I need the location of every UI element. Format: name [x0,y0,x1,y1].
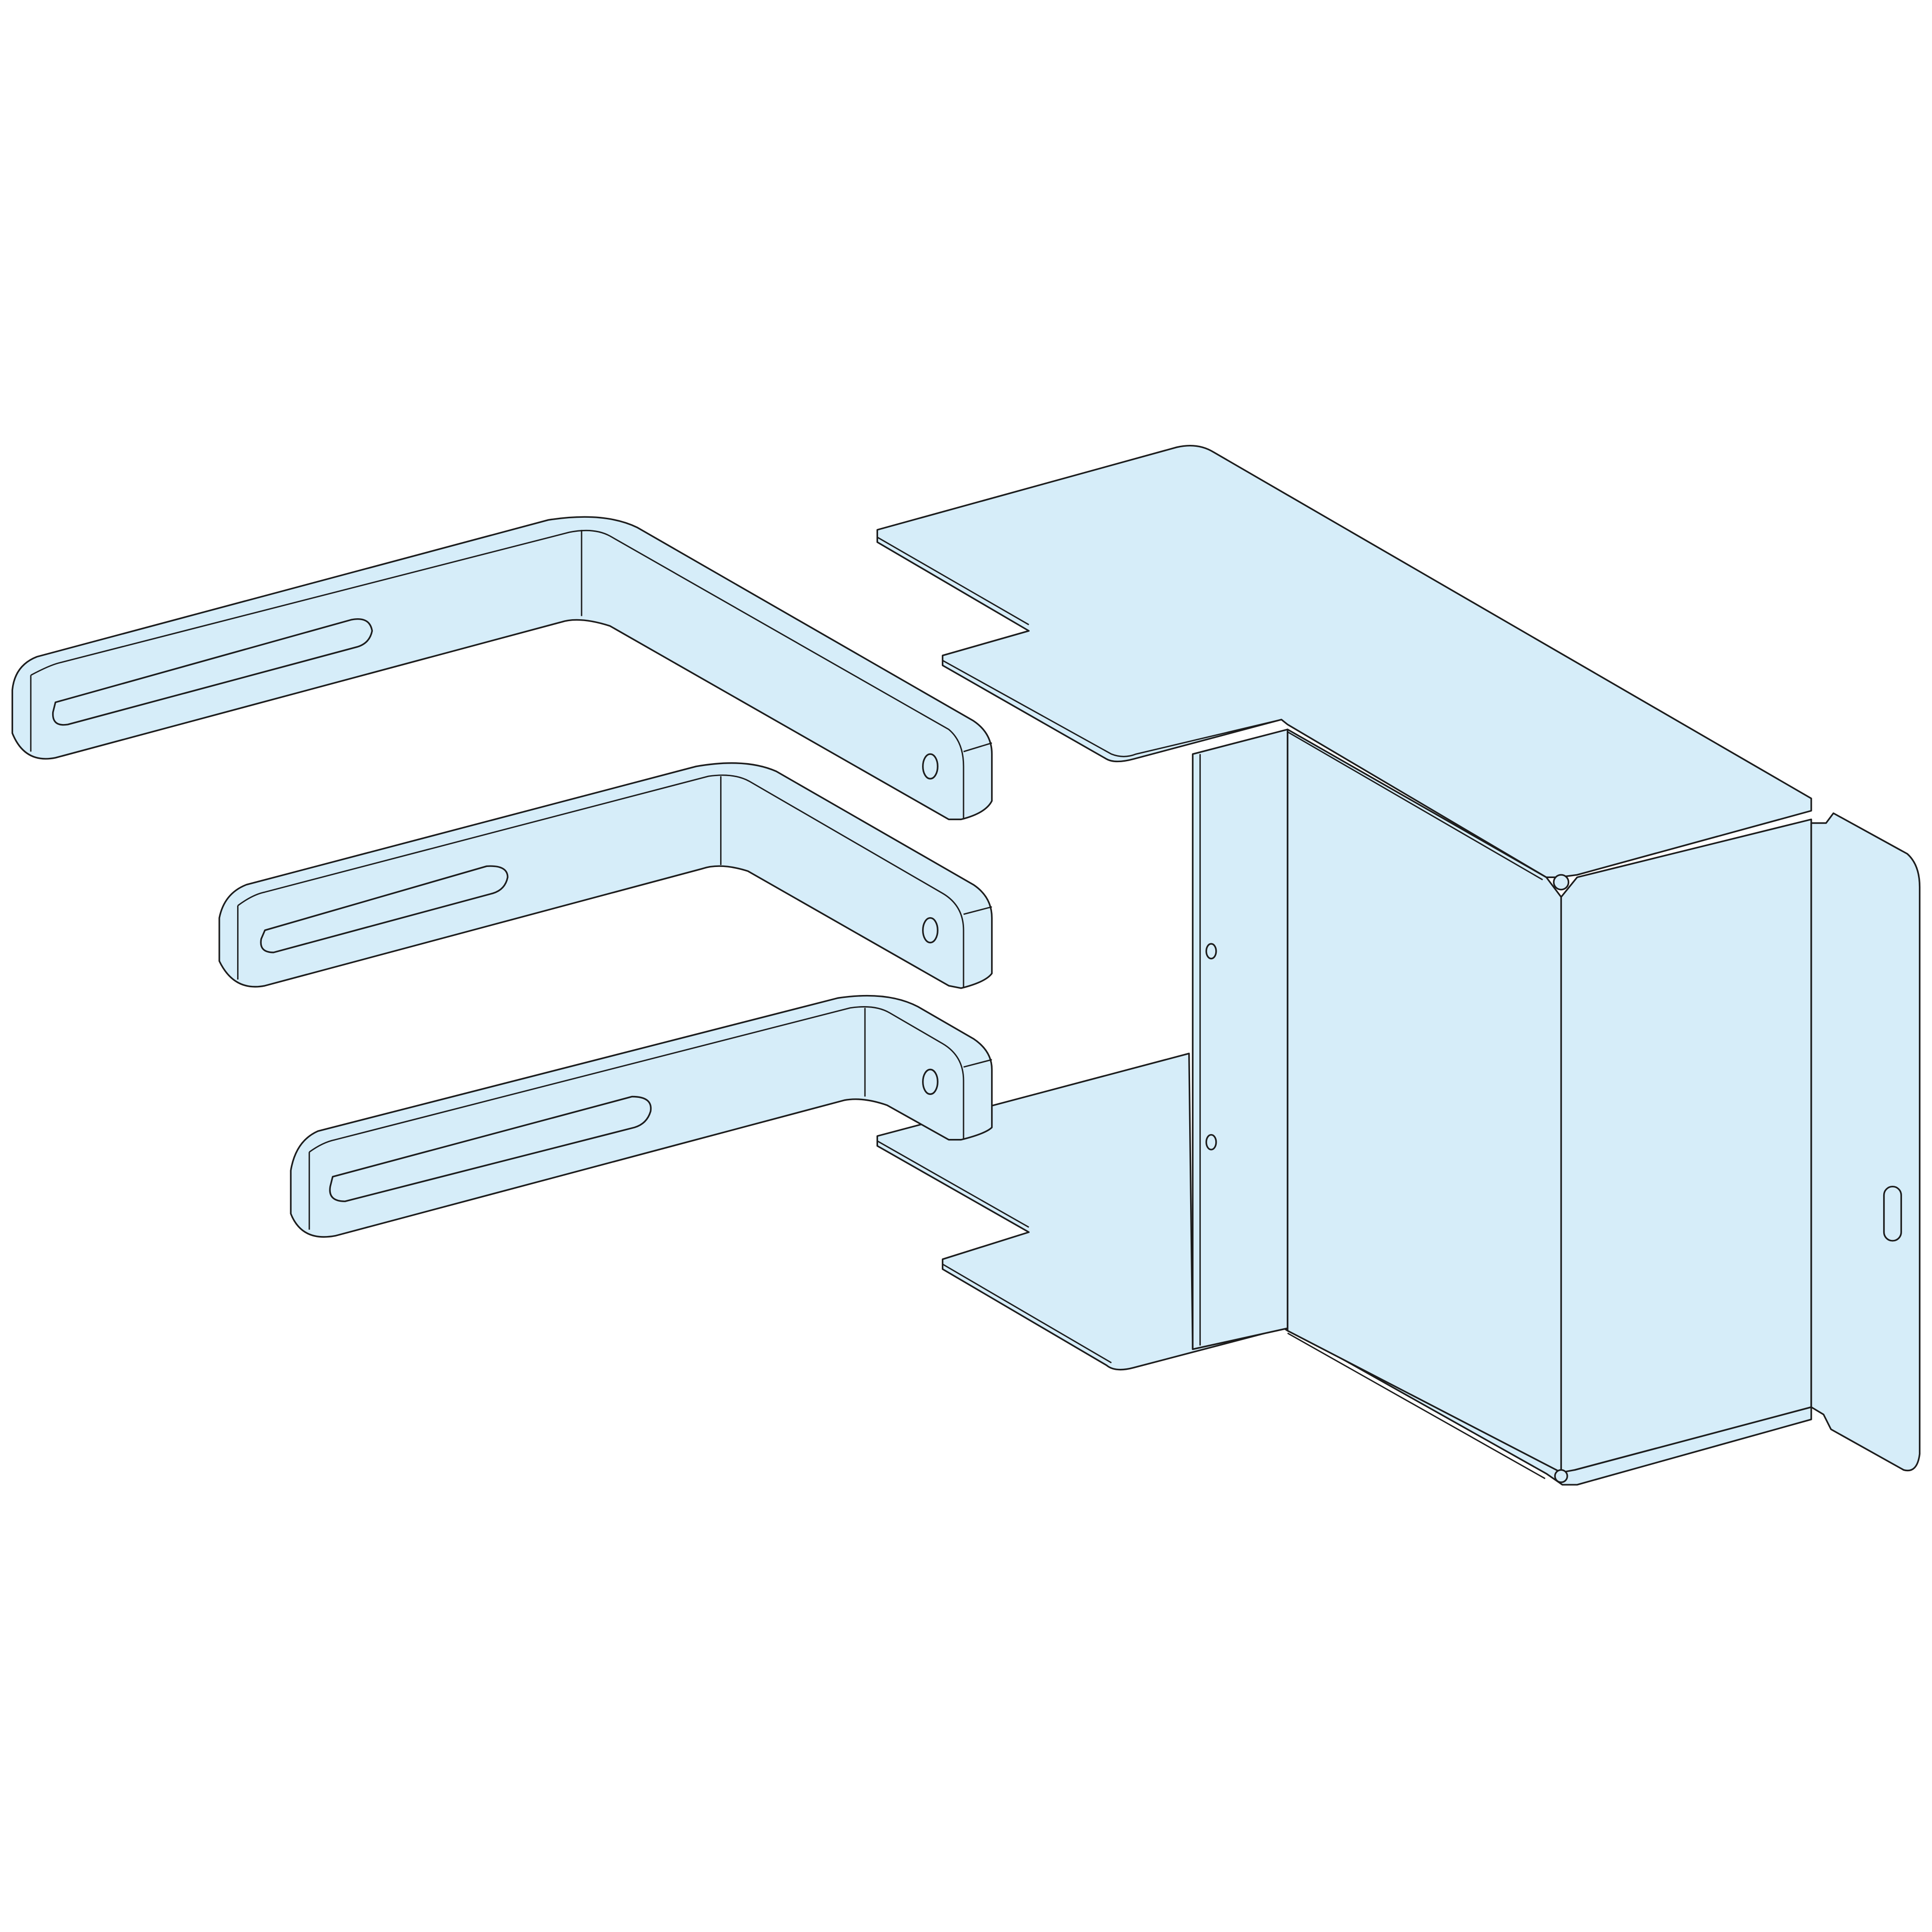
bracket-edge-line [308,1006,992,1230]
housing-corner-notch-bottom [1554,1469,1568,1483]
bracket-body [218,762,993,989]
bracket-bottom [290,994,993,1238]
housing-bottom-edge-line [877,1140,1546,1479]
housing-right-face [1560,818,1812,1474]
housing-part [876,444,1921,1486]
bracket-top [11,516,993,821]
bracket-hole [922,917,938,944]
housing-hole-upper [1205,943,1217,960]
bracket-hole [922,753,938,780]
housing-bottom-plate [876,1052,1812,1486]
bracket-edge-line [30,529,992,820]
bracket-slot [329,1095,652,1202]
bracket-body [11,516,993,821]
bracket-slot [260,865,509,953]
bracket-hole [922,1068,938,1095]
bracket-slot [52,618,373,726]
flange-slot-hole [1883,1185,1902,1242]
housing-corner-notch-top [1553,874,1570,891]
housing-left-narrow-face [1192,728,1289,1350]
bracket-middle [218,762,993,989]
housing-side-flange [1810,812,1921,1472]
housing-hole-lower [1205,1134,1217,1151]
bracket-edge-line [237,774,992,988]
housing-top-edge-line [877,537,1543,881]
housing-top-plate [876,444,1812,878]
